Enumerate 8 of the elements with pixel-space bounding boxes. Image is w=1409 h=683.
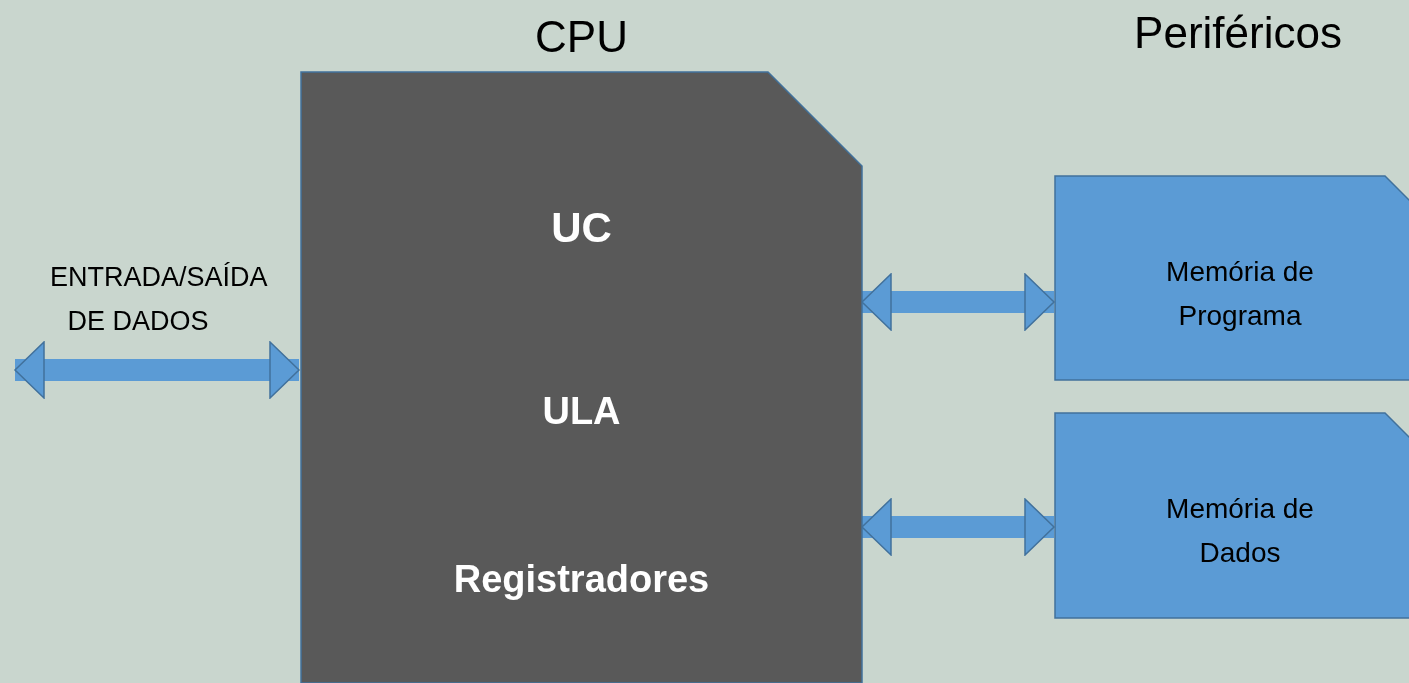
block-heading: CPU <box>534 12 629 62</box>
unit-label: UC <box>550 204 613 252</box>
block-label: Memória de Programa <box>1165 255 1315 333</box>
unit-label: ULA <box>541 390 622 433</box>
unit-label: Registradores <box>452 558 711 601</box>
group-heading: Periféricos <box>1133 8 1343 58</box>
edge-label: ENTRADA/SAÍDA DE DADOS <box>49 261 269 338</box>
block-label: Memória de Dados <box>1165 492 1315 570</box>
